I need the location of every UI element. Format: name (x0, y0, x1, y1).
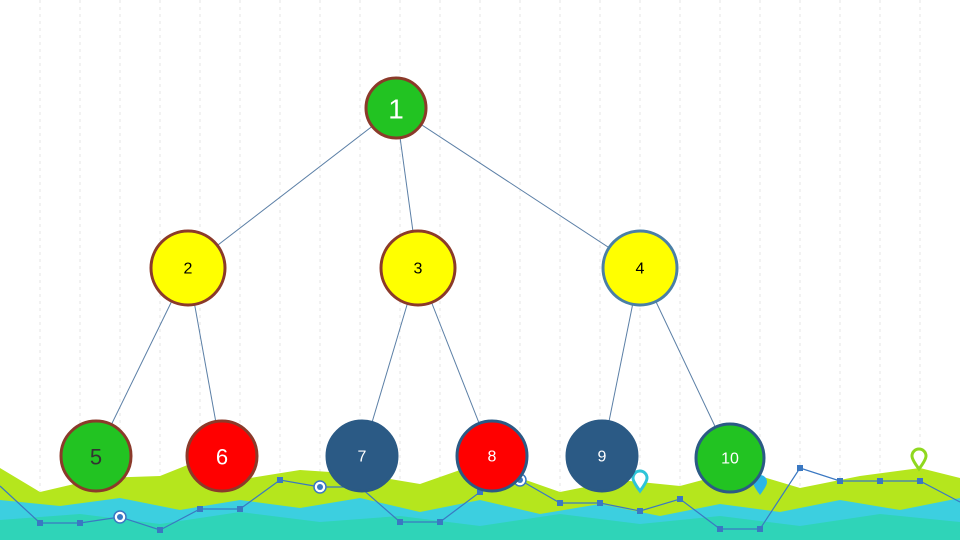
tree-node-5: 5 (59, 419, 133, 493)
decor-dot (397, 519, 403, 525)
tree-node-9: 9 (565, 419, 639, 493)
decor-dot (477, 489, 483, 495)
node-circle (455, 419, 529, 493)
node-circle (59, 419, 133, 493)
node-circle (694, 422, 766, 494)
tree-node-6: 6 (185, 419, 259, 493)
decor-ring-center (117, 514, 123, 520)
decor-ring-center (317, 484, 323, 490)
decor-dot (717, 526, 723, 532)
location-pin-icon (910, 447, 928, 472)
node-label: 8 (488, 449, 497, 466)
decor-dot (557, 500, 563, 506)
node-label: 6 (216, 445, 228, 470)
node-circle (185, 419, 259, 493)
node-label: 1 (388, 94, 404, 125)
decor-dot (157, 527, 163, 533)
node-label: 5 (90, 445, 102, 470)
decor-dot (237, 506, 243, 512)
decor-dot (677, 496, 683, 502)
node-circle (325, 419, 399, 493)
decor-dot (917, 478, 923, 484)
decor-dot (837, 478, 843, 484)
decor-dot (77, 520, 83, 526)
tree-node-3: 3 (379, 229, 457, 307)
node-label: 7 (358, 449, 367, 466)
tree-node-1: 1 (364, 76, 428, 140)
node-circle (601, 229, 679, 307)
node-label: 3 (414, 261, 423, 278)
edge-1-2 (187, 107, 397, 269)
decor-dot (757, 526, 763, 532)
wave-teal (0, 512, 960, 540)
tree-nodes: 1 2 3 4 5 6 7 8 9 10 (59, 76, 766, 494)
decor-dot (437, 519, 443, 525)
decor-dot (797, 465, 803, 471)
node-label: 10 (721, 451, 739, 468)
node-label: 4 (636, 261, 645, 278)
location-pin-icon (631, 469, 649, 494)
decor-dot (277, 477, 283, 483)
node-circle (364, 76, 428, 140)
tree-node-4: 4 (601, 229, 679, 307)
node-label: 9 (598, 449, 607, 466)
decor-dot (877, 478, 883, 484)
decor-dot (637, 508, 643, 514)
node-circle (565, 419, 639, 493)
edge-1-4 (395, 107, 641, 269)
node-label: 2 (184, 261, 193, 278)
decor-dot (197, 506, 203, 512)
tree-node-2: 2 (149, 229, 227, 307)
tree-node-7: 7 (325, 419, 399, 493)
node-circle (379, 229, 457, 307)
node-circle (149, 229, 227, 307)
decor-dot (597, 500, 603, 506)
decor-dot (37, 520, 43, 526)
tree-node-10: 10 (694, 422, 766, 494)
tree-node-8: 8 (455, 419, 529, 493)
